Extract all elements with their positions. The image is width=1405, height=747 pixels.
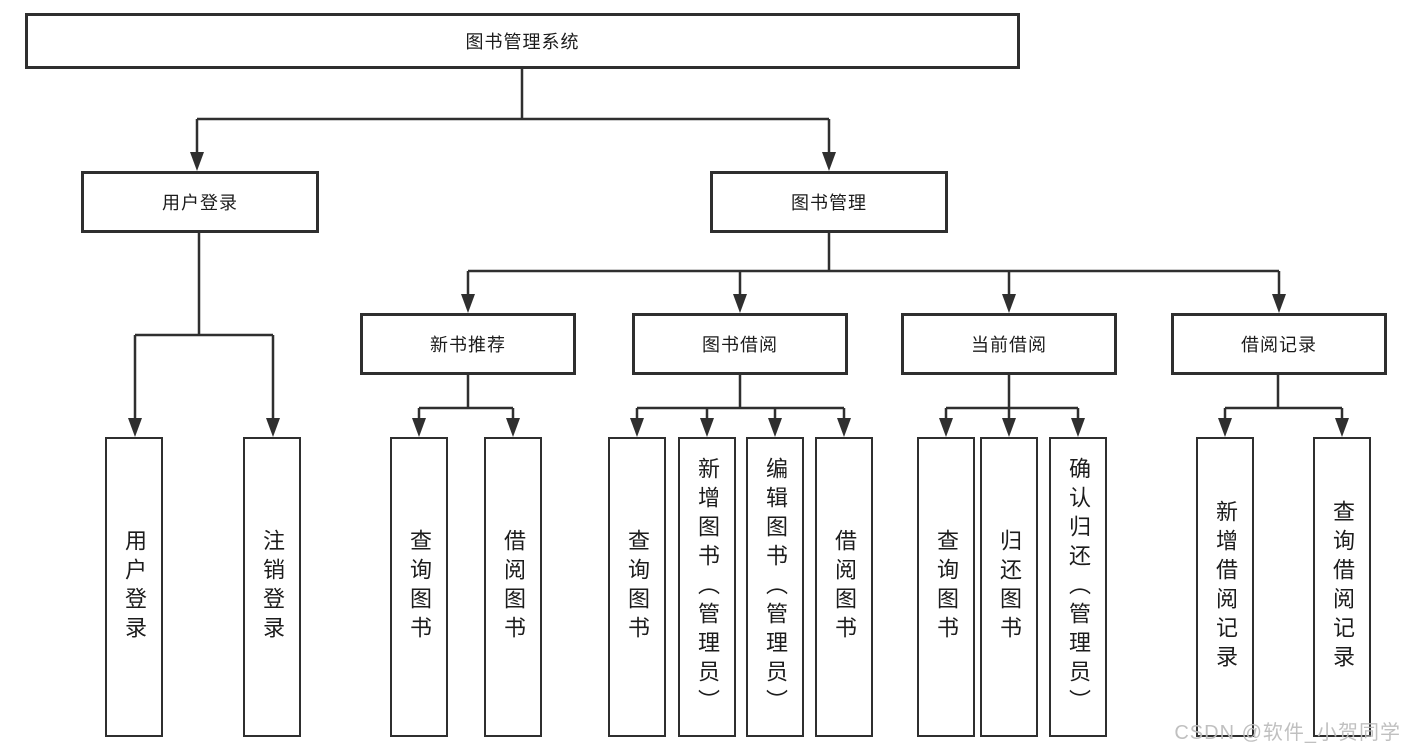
node-library-management-system: 图书管理系统 [25,13,1020,69]
leaf-confirm-return-admin: 确认归还（管理员） [1049,437,1107,737]
node-borrowing-records: 借阅记录 [1171,313,1387,375]
leaf-logout: 注销登录 [243,437,301,737]
leaf-user-login: 用户登录 [105,437,163,737]
leaf-label: 查询借阅记录 [1330,500,1355,674]
node-label: 图书借阅 [702,335,778,355]
node-label: 图书管理 [791,193,867,213]
leaf-label: 用户登录 [122,529,147,645]
leaf-query-books-current: 查询图书 [917,437,975,737]
node-label: 用户登录 [162,193,238,213]
csdn-watermark: CSDN @软件_小贺同学 [1174,722,1401,744]
leaf-label: 注销登录 [260,529,285,645]
node-label: 新书推荐 [430,335,506,355]
node-book-management: 图书管理 [710,171,948,233]
leaf-label: 查询图书 [934,529,959,645]
leaf-borrow-books-recommend: 借阅图书 [484,437,542,737]
leaf-edit-books-admin: 编辑图书（管理员） [746,437,804,737]
leaf-query-books-recommend: 查询图书 [390,437,448,737]
leaf-label: 编辑图书（管理员） [763,456,788,718]
node-label: 借阅记录 [1241,335,1317,355]
leaf-label: 新增图书（管理员） [695,456,720,718]
leaf-return-books: 归还图书 [980,437,1038,737]
node-new-book-recommendation: 新书推荐 [360,313,576,375]
leaf-add-borrow-record: 新增借阅记录 [1196,437,1254,737]
leaf-add-books-admin: 新增图书（管理员） [678,437,736,737]
leaf-label: 借阅图书 [501,529,526,645]
node-label: 当前借阅 [971,335,1047,355]
leaf-label: 归还图书 [997,529,1022,645]
leaf-borrow-books: 借阅图书 [815,437,873,737]
leaf-label: 确认归还（管理员） [1066,456,1091,718]
leaf-label: 查询图书 [625,529,650,645]
node-current-borrowing: 当前借阅 [901,313,1117,375]
node-user-login: 用户登录 [81,171,319,233]
leaf-label: 查询图书 [407,529,432,645]
leaf-query-borrow-record: 查询借阅记录 [1313,437,1371,737]
leaf-query-books-borrowing: 查询图书 [608,437,666,737]
leaf-label: 新增借阅记录 [1213,500,1238,674]
node-label: 图书管理系统 [465,32,580,52]
leaf-label: 借阅图书 [832,529,857,645]
node-book-borrowing: 图书借阅 [632,313,848,375]
